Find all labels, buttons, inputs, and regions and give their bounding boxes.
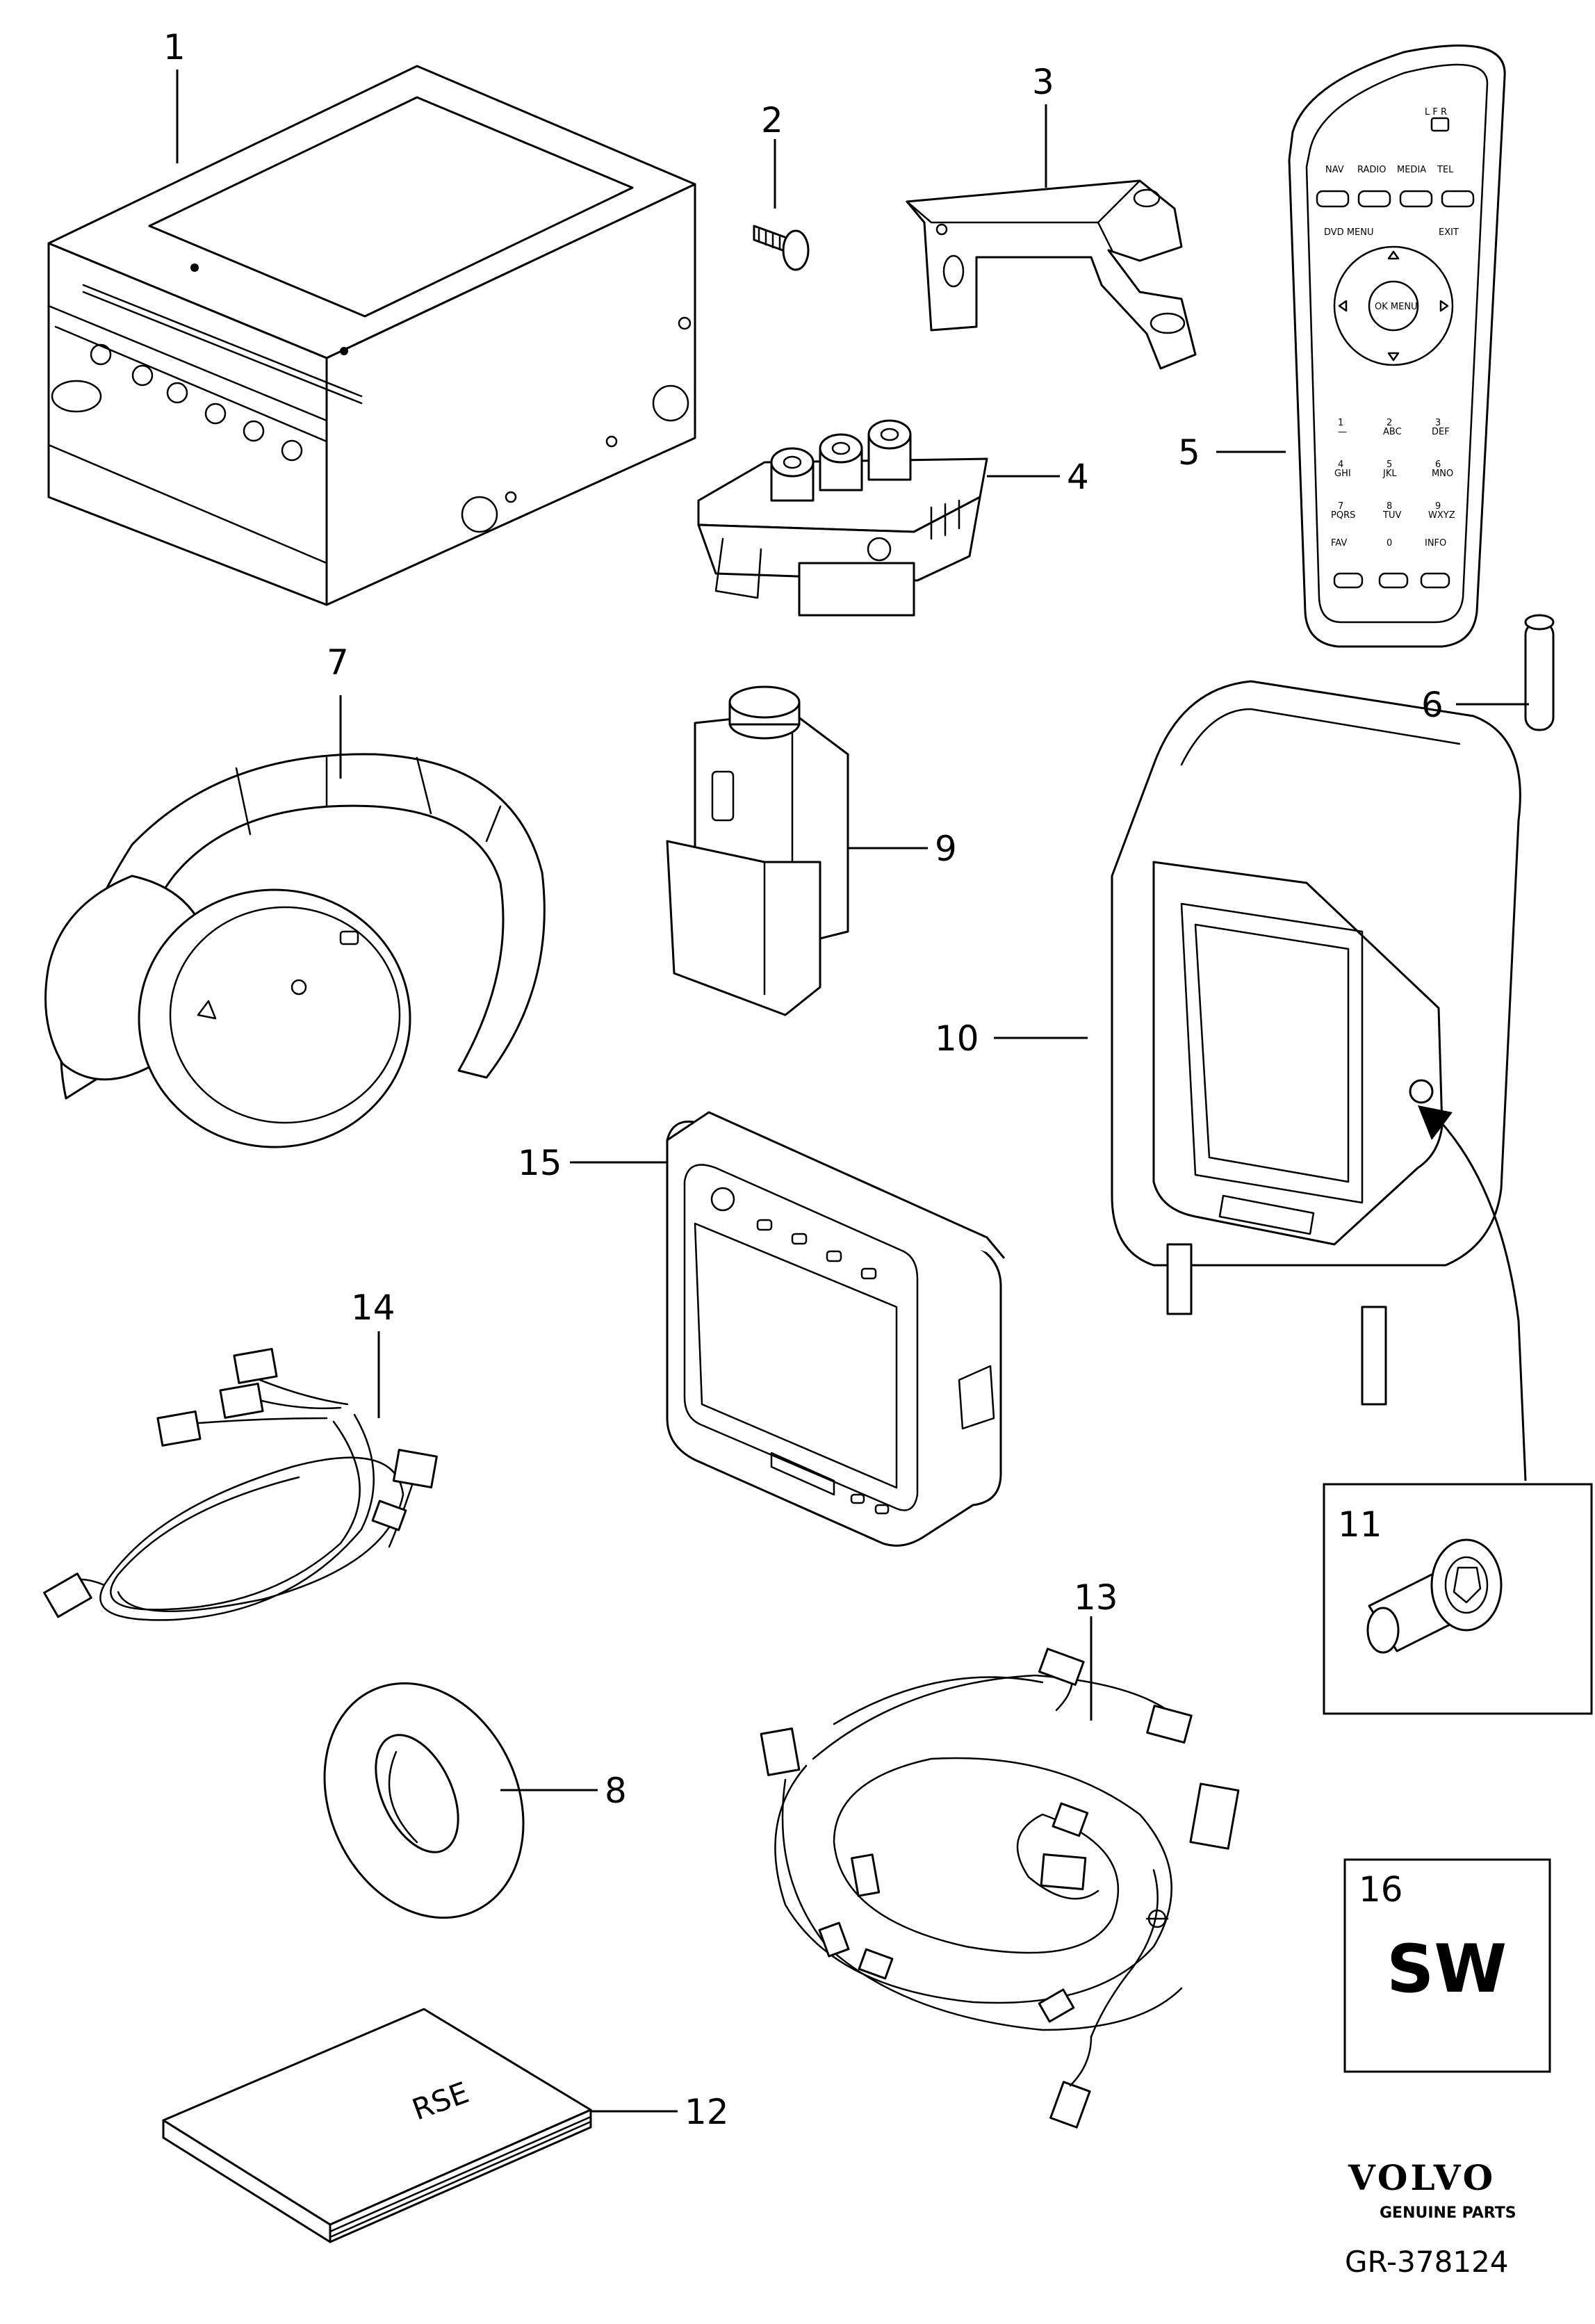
part-6-battery (1524, 614, 1555, 731)
part-1-dvd-player (47, 65, 696, 606)
callout-15: 15 (518, 1143, 562, 1183)
svg-text:1: 1 (1338, 418, 1343, 428)
part-13-cable (760, 1648, 1240, 2129)
number-keys: 1 2 3 — ABC DEF 4 5 6 GHI JKL MNO 7 8 9 … (1331, 418, 1455, 549)
callout-6: 6 (1421, 685, 1443, 725)
part-14-cable (43, 1347, 438, 1621)
callout-5: 5 (1178, 432, 1200, 473)
zero-label: 0 (1387, 538, 1392, 549)
svg-text:—: — (1338, 427, 1347, 437)
callout-7: 7 (327, 642, 349, 683)
svg-text:JKL: JKL (1382, 469, 1397, 479)
svg-text:MNO: MNO (1432, 469, 1453, 479)
callout-labels: 1 2 3 4 5 6 7 8 9 10 11 12 13 14 15 16 (163, 27, 1443, 2132)
lr-indicator: L F R (1425, 107, 1447, 117)
brand-subtitle: GENUINE PARTS (1380, 2204, 1516, 2222)
part-5-remote: NAV RADIO MEDIA TEL L F R DVD MENU EXIT … (1288, 44, 1506, 648)
svg-text:TUV: TUV (1382, 510, 1401, 521)
part-11-box (1323, 1483, 1593, 1715)
transport-buttons (1316, 190, 1475, 208)
rca-jack-3 (867, 419, 912, 481)
tab-nav[interactable]: NAV (1325, 165, 1344, 175)
svg-text:3: 3 (1435, 418, 1441, 428)
svg-text:PQRS: PQRS (1331, 510, 1355, 521)
callout-16: 16 (1359, 1869, 1403, 1910)
svg-text:8: 8 (1387, 501, 1392, 512)
tab-media[interactable]: MEDIA (1397, 165, 1426, 175)
callout-10: 10 (935, 1018, 979, 1059)
rca-jack-2 (819, 433, 863, 491)
part-3-bracket (906, 179, 1197, 370)
callout-3: 3 (1032, 62, 1054, 102)
nav-ring (1333, 245, 1454, 366)
callout-12: 12 (685, 2092, 729, 2132)
svg-text:4: 4 (1338, 460, 1343, 470)
part-2-screw (753, 225, 810, 271)
svg-text:7: 7 (1338, 501, 1343, 512)
svg-text:ABC: ABC (1383, 427, 1402, 437)
remote-tabs: NAV RADIO MEDIA TEL (1325, 165, 1454, 175)
brand-logo: VOLVO (1348, 2157, 1496, 2198)
part-12-manual: RSE (162, 2008, 592, 2243)
exit-label[interactable]: EXIT (1439, 227, 1459, 238)
svg-text:GHI: GHI (1334, 469, 1351, 479)
callout-11: 11 (1338, 1504, 1382, 1545)
svg-text:WXYZ: WXYZ (1428, 510, 1455, 521)
tab-radio[interactable]: RADIO (1357, 165, 1386, 175)
part-4-aux-panel (697, 419, 988, 617)
callout-13: 13 (1074, 1577, 1118, 1618)
part-7-headphones (44, 753, 546, 1148)
info-label: INFO (1425, 538, 1446, 549)
ok-menu-label[interactable]: OK MENU (1375, 302, 1418, 312)
callout-4: 4 (1067, 457, 1089, 497)
software-label: SW (1387, 1931, 1507, 2008)
svg-text:9: 9 (1435, 501, 1441, 512)
svg-text:6: 6 (1435, 460, 1441, 470)
callout-14: 14 (351, 1287, 395, 1328)
part-16-software: SW (1343, 1858, 1551, 2073)
leader-lines (176, 70, 1529, 2113)
rca-jack-1 (770, 447, 815, 502)
fav-label: FAV (1331, 538, 1347, 549)
part-8-ear-pad (323, 1682, 525, 1919)
callout-2: 2 (761, 100, 783, 140)
callout-1: 1 (163, 27, 186, 67)
part-11-frame (1323, 1483, 1593, 1715)
svg-text:DEF: DEF (1432, 427, 1450, 437)
svg-text:2: 2 (1387, 418, 1392, 428)
part-16-frame (1343, 1858, 1551, 2073)
callout-9: 9 (935, 829, 957, 869)
part-15-screen (666, 1111, 1006, 1547)
reference-number: GR-378124 (1345, 2245, 1509, 2279)
svg-text:5: 5 (1387, 460, 1392, 470)
footer: VOLVO GENUINE PARTS GR-378124 (1345, 2157, 1516, 2279)
callout-8: 8 (605, 1771, 627, 1811)
tab-tel[interactable]: TEL (1437, 165, 1454, 175)
dvd-menu-label[interactable]: DVD MENU (1324, 227, 1374, 238)
part-10-headrest (1111, 680, 1521, 1406)
part-9-ir-unit (666, 685, 849, 1016)
